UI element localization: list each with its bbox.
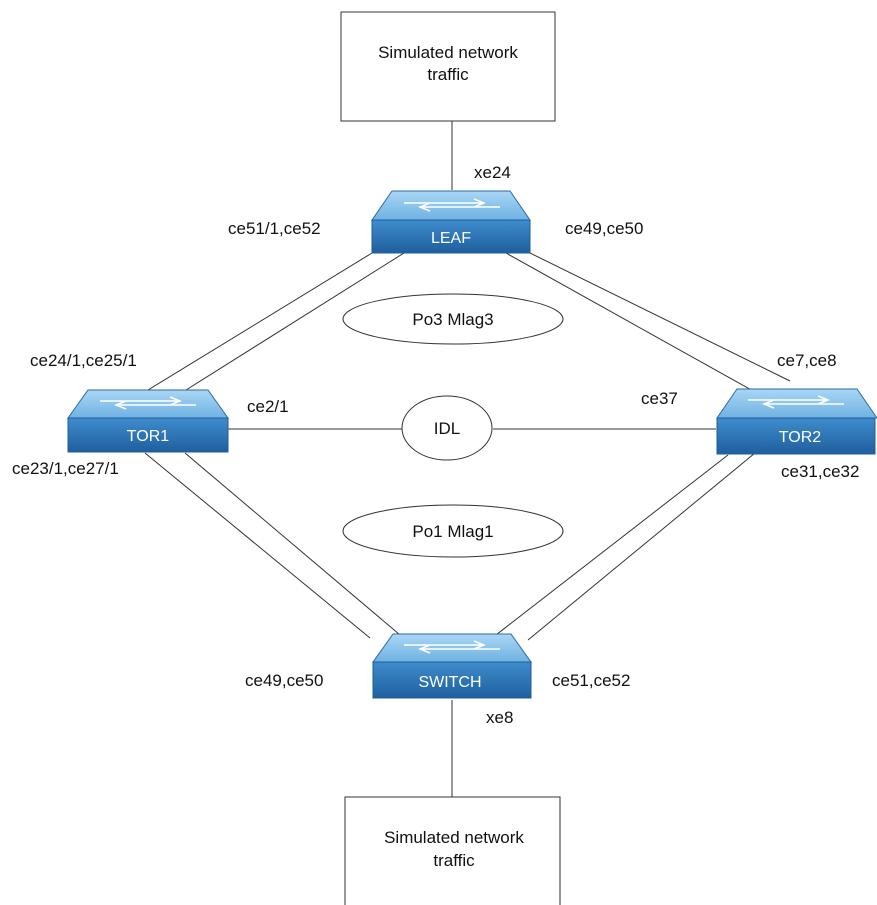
link-tor1-switch-b	[184, 452, 407, 641]
switch-icon-tor2: TOR2	[716, 388, 877, 455]
port-switch-left: ce49,ce50	[245, 671, 323, 690]
po3-label: Po3 Mlag3	[412, 310, 493, 329]
link-tor1-switch-a	[144, 452, 371, 639]
po1-ellipse: Po1 Mlag1	[342, 504, 564, 558]
traffic-box-top: Simulated network traffic	[340, 11, 556, 122]
tor2-label: TOR2	[779, 429, 821, 446]
port-tor1-right: ce2/1	[247, 397, 289, 416]
switch-label: SWITCH	[418, 674, 481, 691]
traffic-bottom-line2: traffic	[433, 851, 475, 870]
connection-lines	[144, 121, 791, 797]
po1-label: Po1 Mlag1	[412, 522, 493, 541]
port-labels: xe24 ce51/1,ce52 ce49,ce50 ce24/1,ce25/1…	[12, 163, 859, 727]
leaf-label: LEAF	[431, 230, 471, 247]
po3-ellipse: Po3 Mlag3	[342, 293, 564, 345]
traffic-top-line2: traffic	[427, 65, 469, 84]
idl-label: IDL	[434, 419, 460, 438]
switch-icon-tor1: TOR1	[67, 389, 229, 453]
link-tor2-switch-b	[527, 452, 756, 641]
port-leaf-top: xe24	[474, 163, 511, 182]
idl-ellipse: IDL	[401, 395, 493, 461]
port-tor2-top: ce7,ce8	[777, 351, 837, 370]
link-tor2-switch-a	[491, 454, 729, 639]
port-tor2-bottom: ce31,ce32	[781, 462, 859, 481]
switch-icon-switch: SWITCH	[372, 633, 532, 699]
port-tor1-top: ce24/1,ce25/1	[30, 351, 137, 370]
link-leaf-tor1-b	[185, 252, 405, 391]
switch-icon-leaf: LEAF	[371, 190, 531, 254]
port-tor1-bottom: ce23/1,ce27/1	[12, 459, 119, 478]
link-leaf-tor1-a	[147, 252, 373, 391]
port-leaf-right: ce49,ce50	[565, 219, 643, 238]
link-leaf-tor2-a	[505, 252, 756, 393]
traffic-bottom-line1: Simulated network	[384, 828, 524, 847]
port-leaf-left: ce51/1,ce52	[228, 219, 321, 238]
traffic-top-line1: Simulated network	[378, 43, 518, 62]
traffic-box-bottom: Simulated network traffic	[344, 796, 561, 905]
tor1-label: TOR1	[127, 428, 169, 445]
port-switch-bottom: xe8	[486, 708, 513, 727]
link-leaf-tor2-b	[529, 252, 791, 382]
port-tor2-left: ce37	[641, 389, 678, 408]
port-switch-right: ce51,ce52	[552, 671, 630, 690]
